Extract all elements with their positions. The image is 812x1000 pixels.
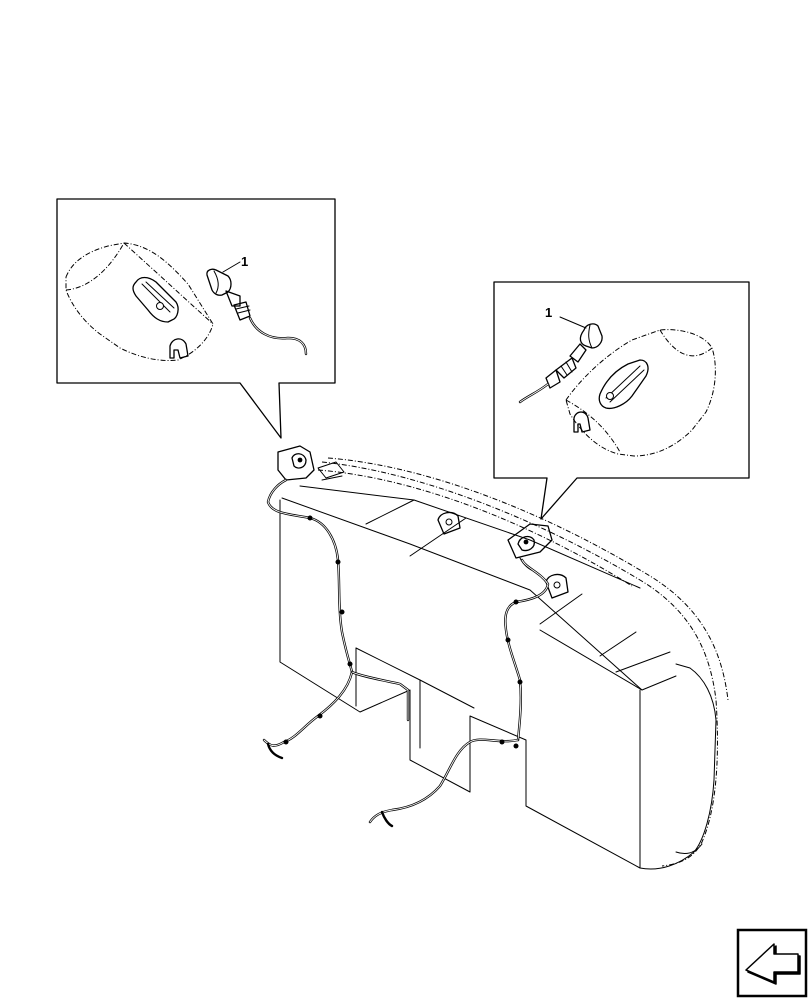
bracket-top-left: [437, 511, 461, 535]
main-assembly: [262, 445, 729, 870]
wiring-harness: [262, 478, 703, 855]
lamp-housing-right: [565, 329, 716, 457]
navigation-arrow-icon[interactable]: [736, 928, 808, 998]
cable-left: [248, 316, 308, 356]
leader-line-right: [559, 316, 587, 329]
bulb-right: [545, 323, 603, 389]
outer-rim: [321, 461, 718, 867]
callout-label-left: 1: [241, 254, 248, 269]
detail-box-left: 1: [56, 198, 336, 439]
leader-line-left: [222, 261, 241, 273]
detail-box-right: 1: [493, 281, 750, 520]
callout-label-right: 1: [545, 305, 552, 320]
bulb-left: [206, 268, 251, 321]
mounted-lamp-left: [277, 445, 345, 481]
lamp-housing-left: [65, 242, 214, 361]
bracket-top-right: [545, 573, 569, 599]
